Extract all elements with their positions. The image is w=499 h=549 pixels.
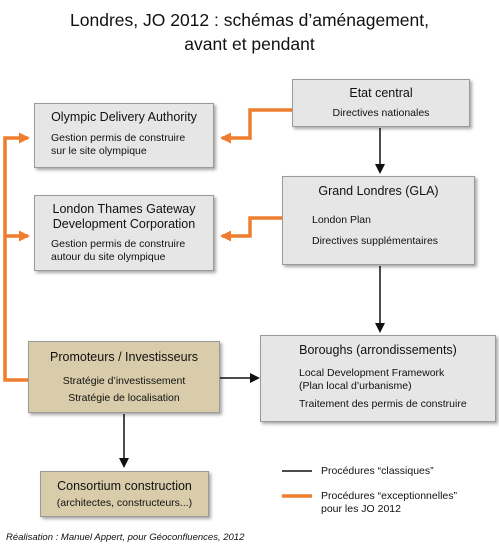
legend-exceptional-label-2: pour les JO 2012 — [321, 503, 401, 515]
ltgdc-title-line-2: Development Corporation — [52, 217, 196, 231]
oda-line-2: sur le site olympique — [51, 145, 147, 157]
boroughs-line-2: (Plan local d’urbanisme) — [299, 380, 412, 392]
gla-line-2: Directives supplémentaires — [312, 235, 439, 247]
box-boroughs: Boroughs (arrondissements) Local Develop… — [260, 335, 496, 422]
arrow-promoteurs-to-oda-ltgdc — [3, 132, 30, 382]
gla-title: Grand Londres (GLA) — [318, 184, 439, 198]
legend-classic-label: Procédures “classiques” — [321, 465, 434, 477]
boroughs-line-1: Local Development Framework — [299, 367, 445, 379]
oda-title: Olympic Delivery Authority — [51, 110, 197, 124]
oda-line-1: Gestion permis de construire — [51, 132, 186, 144]
arrow-etat-to-oda — [220, 108, 292, 144]
promoteurs-line-1: Stratégie d’investissement — [62, 375, 186, 387]
box-etat-central: Etat central Directives nationales — [292, 79, 470, 127]
title-line-2: avant et pendant — [184, 34, 315, 54]
box-olympic-delivery-authority: Olympic Delivery Authority Gestion permi… — [34, 103, 214, 168]
promoteurs-line-2: Stratégie de localisation — [68, 392, 180, 404]
ltgdc-line-1: Gestion permis de construire — [51, 238, 186, 250]
box-promoteurs-investisseurs: Promoteurs / Investisseurs Stratégie d’i… — [28, 341, 220, 413]
arrow-gla-to-ltgdc — [220, 216, 282, 242]
legend-exceptional-label-1: Procédures “exceptionnelles” — [321, 490, 457, 502]
consortium-line-1: (architectes, constructeurs...) — [56, 497, 193, 509]
etat-central-title: Etat central — [349, 86, 413, 100]
credit-line: Réalisation : Manuel Appert, pour Géocon… — [6, 532, 245, 543]
ltgdc-line-2: autour du site olympique — [51, 251, 166, 263]
consortium-title: Consortium construction — [57, 479, 192, 493]
boroughs-title: Boroughs (arrondissements) — [299, 343, 457, 357]
page-title: Londres, JO 2012 : schémas d’aménagement… — [0, 8, 499, 56]
promoteurs-title: Promoteurs / Investisseurs — [50, 350, 198, 364]
title-line-1: Londres, JO 2012 : schémas d’aménagement… — [70, 10, 429, 30]
boroughs-line-3: Traitement des permis de construire — [299, 398, 467, 410]
gla-line-1: London Plan — [312, 214, 371, 226]
box-london-thames-gateway: London Thames Gateway Development Corpor… — [34, 195, 214, 271]
box-consortium-construction: Consortium construction (architectes, co… — [40, 471, 209, 517]
etat-central-line-1: Directives nationales — [332, 107, 430, 119]
box-grand-londres: Grand Londres (GLA) London Plan Directiv… — [282, 176, 475, 265]
ltgdc-title-line-1: London Thames Gateway — [52, 202, 196, 216]
